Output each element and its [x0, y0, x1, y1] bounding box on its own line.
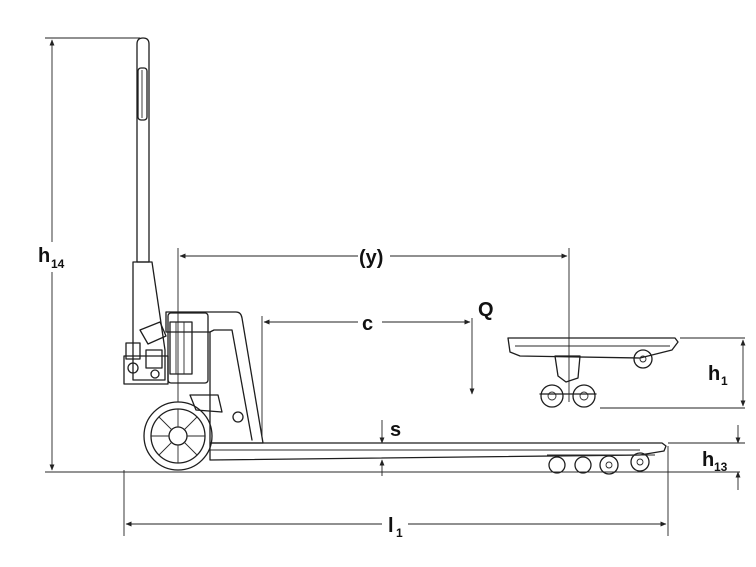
tiller-handle: [136, 37, 150, 263]
label-h1: h: [708, 363, 720, 385]
dimension-c: [261, 310, 471, 436]
label-h13-sub: 13: [714, 460, 728, 474]
fork-lowered: [209, 442, 667, 461]
label-c: c: [362, 313, 373, 335]
label-h1-sub: 1: [721, 374, 728, 388]
label-h13: h: [702, 449, 714, 471]
label-s: s: [390, 419, 401, 441]
dimension-h14: [34, 37, 140, 471]
dimension-l1: [123, 446, 669, 536]
dimension-y: [177, 244, 570, 402]
label-h14-sub: 14: [51, 257, 65, 271]
fork-raised: [507, 337, 679, 408]
pump-housing: [123, 261, 209, 385]
load-rollers-lowered: [547, 452, 655, 475]
dimension-h1: [600, 337, 746, 409]
steering-wheel: [143, 401, 213, 471]
chassis-frame: [165, 311, 264, 444]
label-l1: l: [388, 515, 394, 537]
dimension-h13: [668, 425, 745, 490]
label-q: Q: [478, 299, 494, 321]
label-y: (y): [359, 247, 383, 269]
label-h14: h: [38, 245, 50, 267]
label-l1-sub: 1: [396, 526, 403, 540]
